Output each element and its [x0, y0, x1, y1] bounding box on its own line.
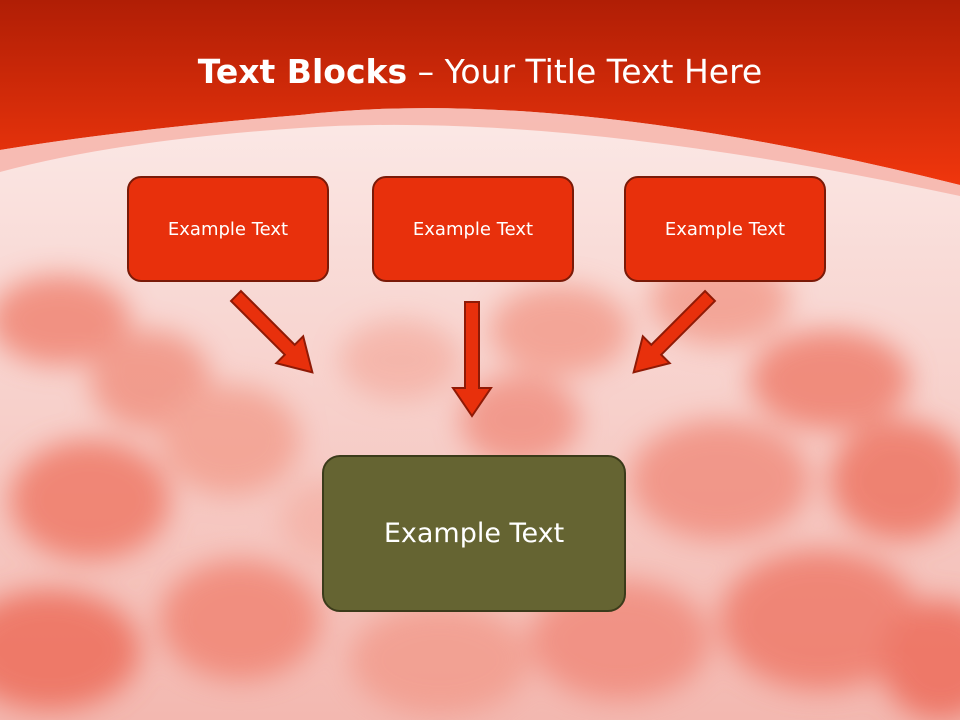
target-block[interactable]: Example Text	[322, 455, 626, 612]
header-band	[0, 0, 960, 185]
text-block-2-label: Example Text	[412, 218, 534, 240]
text-block-2[interactable]: Example Text	[372, 176, 574, 282]
poppy-field-decoration	[0, 255, 960, 720]
title-bold: Text Blocks	[197, 52, 408, 91]
text-block-1-label: Example Text	[167, 218, 289, 240]
text-block-1[interactable]: Example Text	[127, 176, 329, 282]
header-highlight	[0, 108, 960, 196]
text-block-3-label: Example Text	[664, 218, 786, 240]
target-block-label: Example Text	[383, 518, 565, 549]
title-dash: –	[417, 52, 435, 91]
title-rest: Your Title Text Here	[444, 52, 763, 91]
text-block-3[interactable]: Example Text	[624, 176, 826, 282]
page-title: Text Blocks – Your Title Text Here	[0, 52, 960, 91]
